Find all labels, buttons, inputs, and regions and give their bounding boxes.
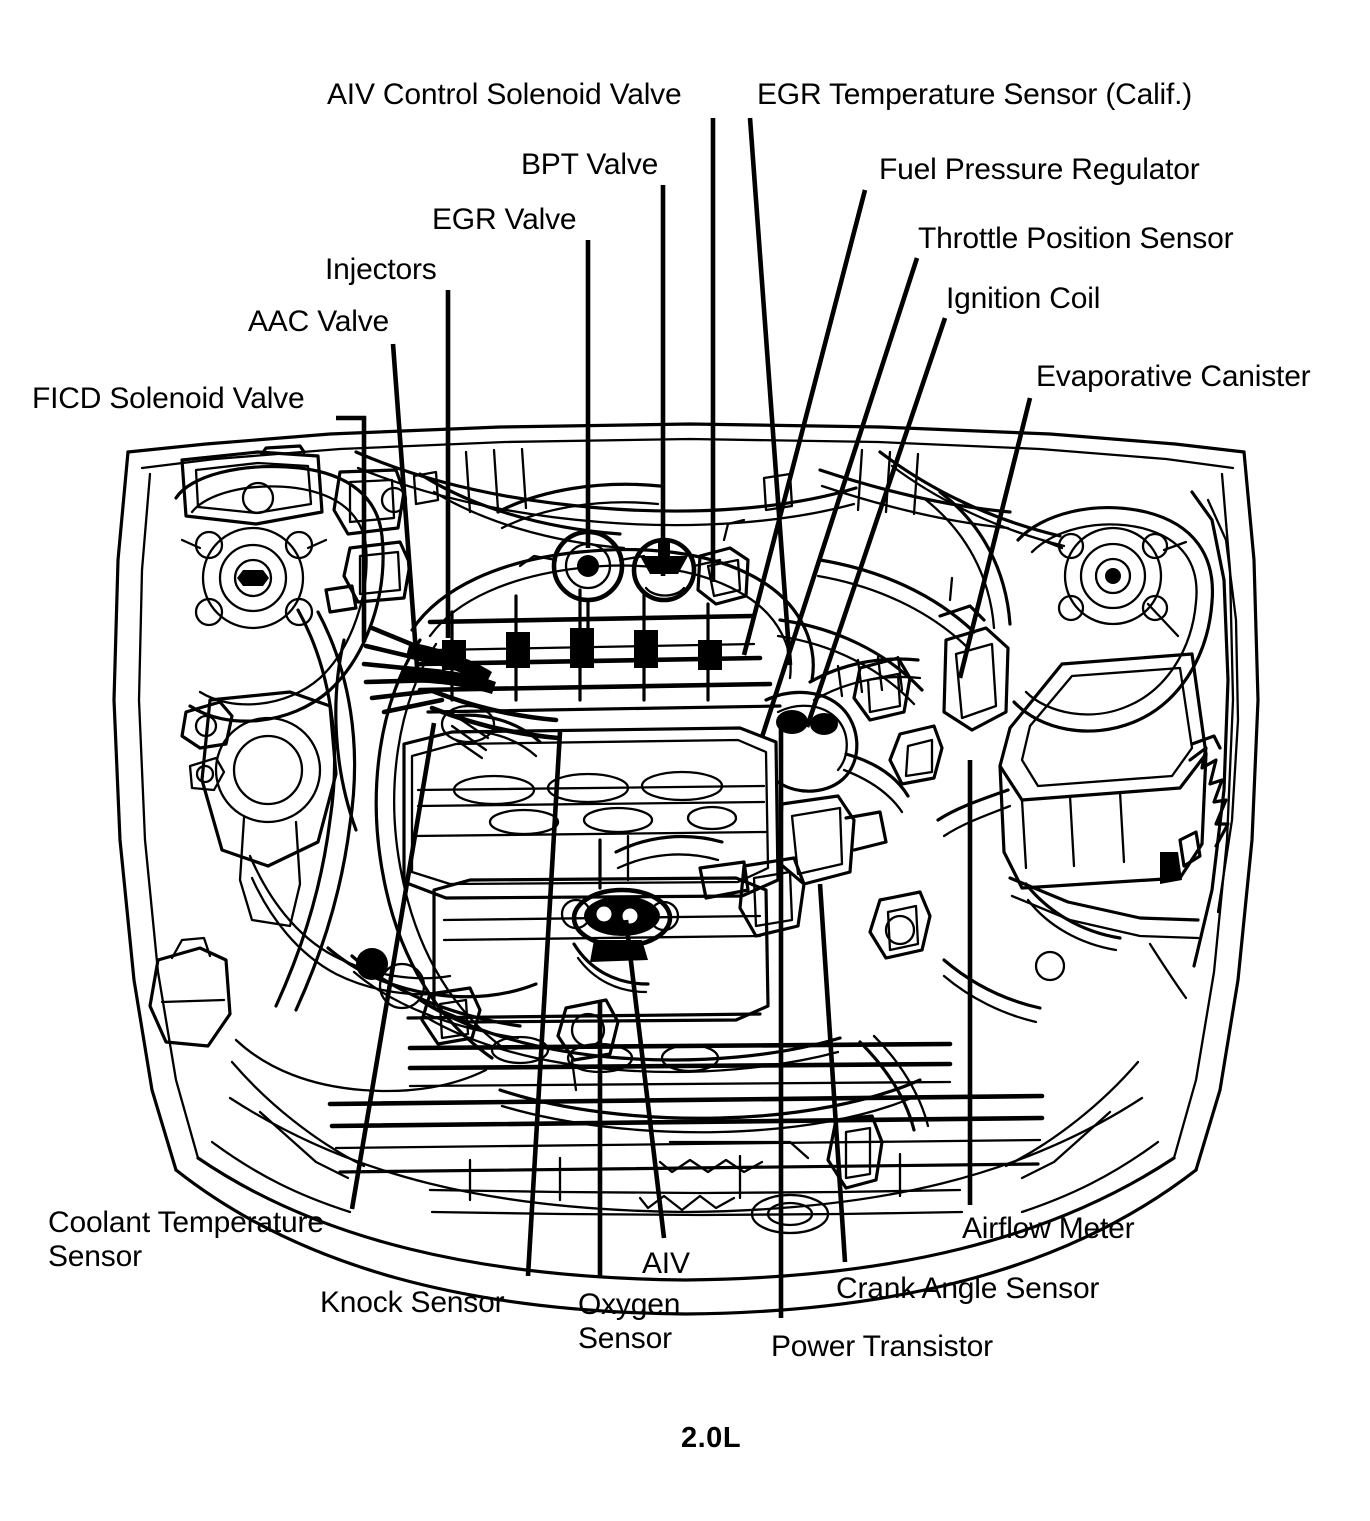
leader-lines <box>336 117 1033 1318</box>
right-strut-tower <box>1012 506 1215 733</box>
leader-crank-angle-sensor <box>817 883 848 1263</box>
knock-sensor-component <box>440 704 542 760</box>
callout-label-evaporative-canister: Evaporative Canister <box>1036 360 1311 393</box>
leader-aiv <box>623 919 667 1239</box>
right-apron <box>1008 490 1240 1000</box>
throttle-body-region <box>764 655 922 814</box>
egr-valve-component <box>518 529 646 630</box>
callout-label-ficd-solenoid-valve: FICD Solenoid Valve <box>32 382 305 415</box>
callout-label-airflow-meter: Airflow Meter <box>962 1212 1135 1245</box>
leader-egr-temperature-sensor <box>747 117 793 666</box>
left-engine-connectors <box>324 468 412 614</box>
callout-label-aac-valve: AAC Valve <box>248 305 390 338</box>
callout-label-egr-temperature-sensor: EGR Temperature Sensor (Calif.) <box>757 78 1193 111</box>
leader-aac-valve <box>390 343 421 681</box>
intake-manifold <box>410 547 815 714</box>
callout-label-aiv-control-solenoid-valve: AIV Control Solenoid Valve <box>327 78 682 111</box>
cowl-grate <box>412 447 920 516</box>
callout-label-power-transistor: Power Transistor <box>771 1330 993 1363</box>
callout-label-egr-valve: EGR Valve <box>432 203 577 236</box>
callout-label-throttle-position-sensor: Throttle Position Sensor <box>918 222 1234 255</box>
wiring-harness-bundle <box>361 625 561 741</box>
left-coolant-bottle <box>148 936 232 1048</box>
radiator-crossmember <box>327 1093 1045 1202</box>
callout-label-coolant-temperature-sensor: Coolant Temperature Sensor <box>48 1206 324 1273</box>
callout-label-knock-sensor: Knock Sensor <box>320 1286 505 1319</box>
left-hose-bundle <box>234 608 538 1093</box>
callout-label-bpt-valve: BPT Valve <box>521 148 659 181</box>
callout-label-aiv: AIV <box>642 1247 690 1280</box>
callout-label-ignition-coil: Ignition Coil <box>946 282 1101 315</box>
crank-angle-sensor-component <box>560 887 680 994</box>
left-lower-reservoir <box>180 690 338 928</box>
engine-bay-contents <box>148 444 1240 1202</box>
leader-knock-sensor <box>525 731 563 1277</box>
leader-ficd-solenoid-valve <box>336 415 367 642</box>
power-transistor-component <box>698 856 806 938</box>
callout-label-oxygen-sensor: Oxygen Sensor <box>578 1288 681 1355</box>
right-engine-hardware <box>852 656 1042 1024</box>
ignition-coil-component <box>776 794 888 886</box>
left-reservoir-box <box>180 444 324 526</box>
figure-caption: 2.0L <box>681 1422 742 1454</box>
harness-sweeps <box>334 482 1012 1060</box>
leader-coolant-temperature-sensor <box>349 722 437 1210</box>
callout-label-injectors: Injectors <box>325 253 437 286</box>
lower-hose-group <box>418 998 930 1190</box>
leader-throttle-position-sensor <box>759 257 920 738</box>
evaporative-canister-component <box>938 576 1010 732</box>
leader-fuel-pressure-regulator <box>741 189 868 656</box>
leader-ignition-coil <box>804 317 948 728</box>
leader-evaporative-canister <box>957 397 1033 679</box>
callout-label-fuel-pressure-regulator: Fuel Pressure Regulator <box>879 153 1200 186</box>
callout-label-crank-angle-sensor: Crank Angle Sensor <box>836 1272 1100 1305</box>
